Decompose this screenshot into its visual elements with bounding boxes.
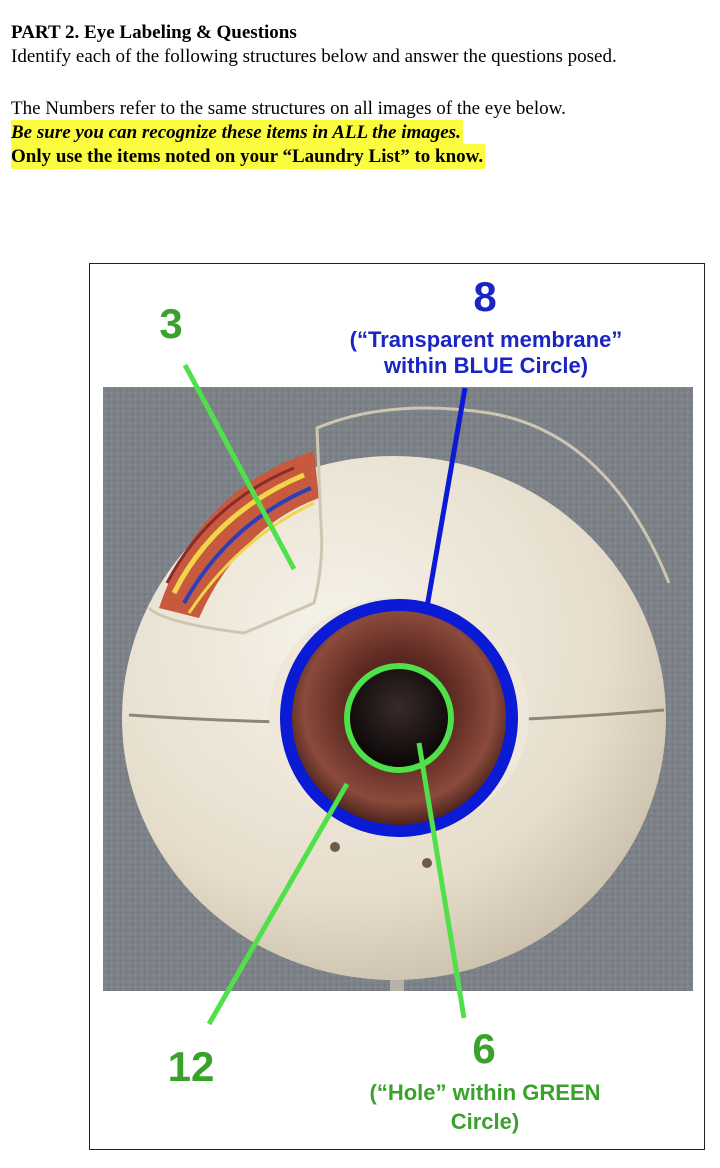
numbers-note-text: The Numbers refer to the same structures… [11, 98, 566, 119]
label-8: 8 [473, 273, 496, 320]
label-3: 3 [159, 300, 182, 347]
highlight-recognize-note: Be sure you can recognize these items in… [11, 120, 463, 145]
label-6-note-line1: (“Hole” within GREEN [370, 1080, 601, 1105]
leader-line-3 [182, 363, 297, 571]
leader-line-6 [416, 742, 467, 1019]
label-6: 6 [472, 1025, 495, 1072]
label-6-note-line2: Circle) [451, 1109, 519, 1134]
label-8-note-line2: within BLUE Circle) [383, 353, 588, 378]
blue-circle-marker [280, 599, 518, 837]
part-heading: PART 2. Eye Labeling & Questions [11, 22, 297, 43]
label-8-note-line1: (“Transparent membrane” [350, 327, 623, 352]
highlight-laundry-list-note: Only use the items noted on your “Laundr… [11, 144, 486, 169]
leader-line-12 [206, 782, 350, 1026]
leader-line-8 [423, 387, 468, 614]
label-12: 12 [168, 1043, 215, 1090]
green-circle-marker [344, 663, 454, 773]
eye-model-photo [103, 387, 693, 991]
eye-model-figure: 3 8 (“Transparent membrane” within BLUE … [103, 273, 693, 1134]
instructions-text: Identify each of the following structure… [11, 46, 617, 67]
